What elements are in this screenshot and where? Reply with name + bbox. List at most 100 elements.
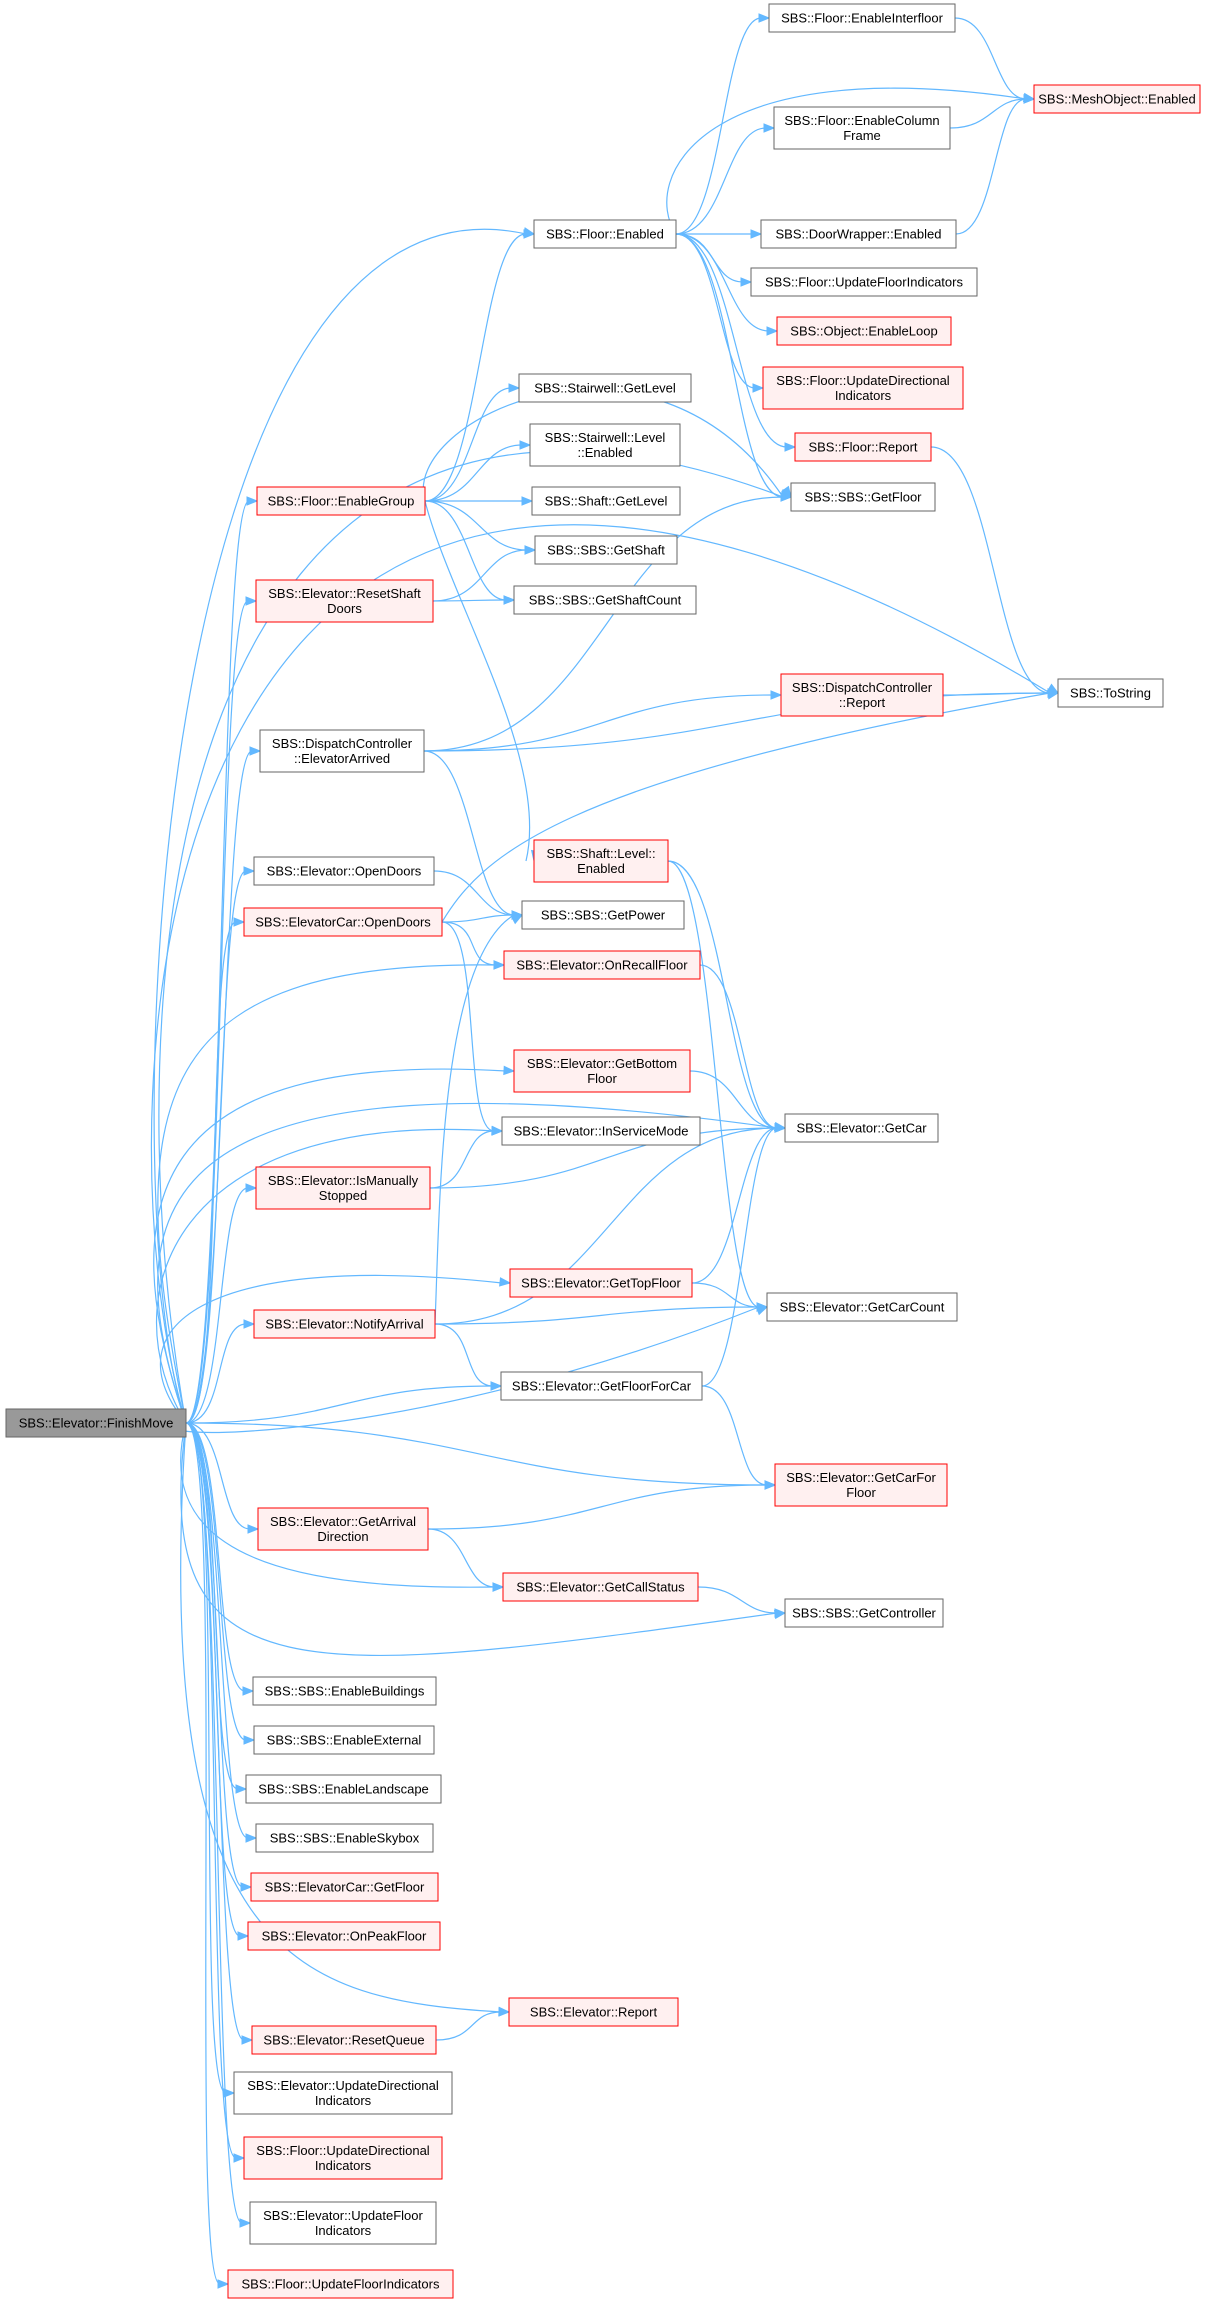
node-box[interactable] bbox=[534, 535, 678, 565]
node-box[interactable] bbox=[243, 907, 443, 937]
node-box[interactable] bbox=[1033, 84, 1201, 114]
node-enablegroup[interactable]: SBS::Floor::EnableGroup bbox=[256, 486, 426, 516]
node-box[interactable] bbox=[508, 1997, 679, 2027]
node-box[interactable] bbox=[766, 1292, 958, 1322]
node-box[interactable] bbox=[259, 729, 425, 773]
node-floorenabled[interactable]: SBS::Floor::Enabled bbox=[533, 219, 677, 249]
node-box[interactable] bbox=[247, 1921, 441, 1951]
node-box[interactable] bbox=[533, 219, 677, 249]
node-getshaftcount[interactable]: SBS::SBS::GetShaftCount bbox=[513, 585, 697, 615]
node-box[interactable] bbox=[773, 106, 951, 150]
node-resetqueue[interactable]: SBS::Elevator::ResetQueue bbox=[251, 2025, 437, 2055]
node-box[interactable] bbox=[253, 1309, 436, 1339]
node-floorupdfloorind_bot[interactable]: SBS::Floor::UpdateFloorIndicators bbox=[227, 2269, 454, 2299]
node-getfloor[interactable]: SBS::SBS::GetFloor bbox=[790, 482, 936, 512]
node-caropendoors[interactable]: SBS::ElevatorCar::OpenDoors bbox=[243, 907, 443, 937]
node-box[interactable] bbox=[509, 1268, 693, 1298]
node-box[interactable] bbox=[533, 839, 669, 883]
node-enableinterfloor[interactable]: SBS::Floor::EnableInterfloor bbox=[768, 3, 956, 33]
node-box[interactable] bbox=[760, 219, 957, 249]
node-box[interactable] bbox=[5, 1408, 187, 1438]
node-shaftgetlevel[interactable]: SBS::Shaft::GetLevel bbox=[531, 486, 681, 516]
node-getcarcount[interactable]: SBS::Elevator::GetCarCount bbox=[766, 1292, 958, 1322]
node-box[interactable] bbox=[776, 316, 952, 346]
node-box[interactable] bbox=[762, 366, 964, 410]
node-box[interactable] bbox=[774, 1463, 948, 1507]
node-elevupdfloorind[interactable]: SBS::Elevator::UpdateFloorIndicators bbox=[249, 2201, 437, 2245]
node-box[interactable] bbox=[529, 423, 681, 467]
node-box[interactable] bbox=[255, 1166, 431, 1210]
node-getcallstatus[interactable]: SBS::Elevator::GetCallStatus bbox=[502, 1572, 699, 1602]
node-box[interactable] bbox=[233, 2071, 453, 2115]
node-box[interactable] bbox=[227, 2269, 454, 2299]
node-doorwrapper[interactable]: SBS::DoorWrapper::Enabled bbox=[760, 219, 957, 249]
node-stairlevelenabled[interactable]: SBS::Stairwell::Level::Enabled bbox=[529, 423, 681, 467]
node-box[interactable] bbox=[521, 900, 685, 930]
node-box[interactable] bbox=[768, 3, 956, 33]
node-elevopendoors[interactable]: SBS::Elevator::OpenDoors bbox=[253, 856, 435, 886]
node-getcontroller[interactable]: SBS::SBS::GetController bbox=[784, 1598, 944, 1628]
node-box[interactable] bbox=[257, 1507, 429, 1551]
node-box[interactable] bbox=[249, 2201, 437, 2245]
node-meshenabled[interactable]: SBS::MeshObject::Enabled bbox=[1033, 84, 1201, 114]
node-box[interactable] bbox=[255, 1823, 434, 1853]
node-box[interactable] bbox=[255, 579, 434, 623]
node-box[interactable] bbox=[250, 1872, 439, 1902]
node-box[interactable] bbox=[518, 373, 692, 403]
node-floorreport[interactable]: SBS::Floor::Report bbox=[794, 432, 932, 462]
node-tostring[interactable]: SBS::ToString bbox=[1057, 678, 1164, 708]
node-enableexternal[interactable]: SBS::SBS::EnableExternal bbox=[253, 1725, 435, 1755]
node-stairgetlevel[interactable]: SBS::Stairwell::GetLevel bbox=[518, 373, 692, 403]
node-enablebuildings[interactable]: SBS::SBS::EnableBuildings bbox=[252, 1676, 437, 1706]
node-getfloorforcar[interactable]: SBS::Elevator::GetFloorForCar bbox=[500, 1371, 703, 1401]
node-box[interactable] bbox=[251, 2025, 437, 2055]
node-notifyarrival[interactable]: SBS::Elevator::NotifyArrival bbox=[253, 1309, 436, 1339]
node-box[interactable] bbox=[253, 1725, 435, 1755]
node-box[interactable] bbox=[513, 1049, 691, 1093]
node-box[interactable] bbox=[784, 1598, 944, 1628]
node-box[interactable] bbox=[253, 856, 435, 886]
node-getshaft[interactable]: SBS::SBS::GetShaft bbox=[534, 535, 678, 565]
node-box[interactable] bbox=[1057, 678, 1164, 708]
node-elevupddir[interactable]: SBS::Elevator::UpdateDirectionalIndicato… bbox=[233, 2071, 453, 2115]
node-enablelandscape[interactable]: SBS::SBS::EnableLandscape bbox=[245, 1774, 442, 1804]
node-box[interactable] bbox=[784, 1113, 939, 1143]
node-dcarrived[interactable]: SBS::DispatchController::ElevatorArrived bbox=[259, 729, 425, 773]
node-box[interactable] bbox=[501, 1116, 701, 1146]
node-shaftlevelenabled[interactable]: SBS::Shaft::Level::Enabled bbox=[533, 839, 669, 883]
node-box[interactable] bbox=[500, 1371, 703, 1401]
node-updfloorind_top[interactable]: SBS::Floor::UpdateFloorIndicators bbox=[750, 267, 978, 297]
node-box[interactable] bbox=[531, 486, 681, 516]
node-box[interactable] bbox=[750, 267, 978, 297]
node-dcreport[interactable]: SBS::DispatchController::Report bbox=[780, 673, 944, 717]
node-box[interactable] bbox=[503, 950, 701, 980]
node-enableskybox[interactable]: SBS::SBS::EnableSkybox bbox=[255, 1823, 434, 1853]
node-getcar[interactable]: SBS::Elevator::GetCar bbox=[784, 1113, 939, 1143]
node-box[interactable] bbox=[243, 2136, 443, 2180]
node-box[interactable] bbox=[513, 585, 697, 615]
node-box[interactable] bbox=[245, 1774, 442, 1804]
node-box[interactable] bbox=[780, 673, 944, 717]
node-box[interactable] bbox=[794, 432, 932, 462]
node-getpower[interactable]: SBS::SBS::GetPower bbox=[521, 900, 685, 930]
node-gettop[interactable]: SBS::Elevator::GetTopFloor bbox=[509, 1268, 693, 1298]
node-finishmove[interactable]: SBS::Elevator::FinishMove bbox=[5, 1408, 187, 1438]
node-inservice[interactable]: SBS::Elevator::InServiceMode bbox=[501, 1116, 701, 1146]
node-box[interactable] bbox=[790, 482, 936, 512]
node-box[interactable] bbox=[256, 486, 426, 516]
node-cargetfloor[interactable]: SBS::ElevatorCar::GetFloor bbox=[250, 1872, 439, 1902]
node-box[interactable] bbox=[502, 1572, 699, 1602]
node-onpeak[interactable]: SBS::Elevator::OnPeakFloor bbox=[247, 1921, 441, 1951]
node-elevreport[interactable]: SBS::Elevator::Report bbox=[508, 1997, 679, 2027]
node-box[interactable] bbox=[252, 1676, 437, 1706]
node-onrecall[interactable]: SBS::Elevator::OnRecallFloor bbox=[503, 950, 701, 980]
node-enableloop[interactable]: SBS::Object::EnableLoop bbox=[776, 316, 952, 346]
